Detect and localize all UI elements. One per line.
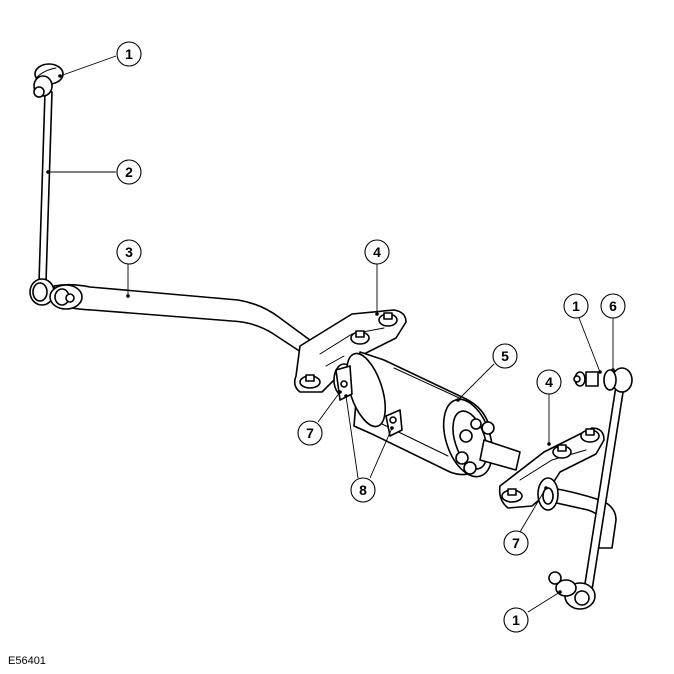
callout-label: 4 [545,374,553,390]
callout-4-left: 4 [364,239,390,265]
callout-label: 2 [125,164,133,180]
left-drop-link [29,63,64,306]
callout-label: 7 [512,535,520,551]
callout-1-top-left: 1 [116,41,142,67]
callout-6: 6 [600,293,626,319]
actuator-assembly [335,351,521,478]
callout-label: 1 [512,612,520,628]
callout-label: 8 [359,482,367,498]
stabilizer-bar [49,283,617,549]
callout-label: 6 [609,298,617,314]
callout-label: 7 [306,425,314,441]
callout-label: 1 [572,298,580,314]
callout-1-right-nut: 1 [563,293,589,319]
callout-label: 3 [125,244,133,260]
callout-label: 4 [373,244,381,260]
right-drop-link [548,367,633,610]
figure-id: E56401 [8,655,46,667]
leader-lines [46,55,615,613]
right-mounting-bracket [498,427,605,511]
callout-2: 2 [116,159,142,185]
callout-7-right: 7 [503,530,529,556]
callout-label: 1 [125,46,133,62]
callout-7-left: 7 [297,420,323,446]
callout-4-right: 4 [536,369,562,395]
callout-3: 3 [116,239,142,265]
callout-label: 5 [501,348,509,364]
callout-8: 8 [350,477,376,503]
callout-1-bottom-right: 1 [503,607,529,633]
callout-5: 5 [492,343,518,369]
